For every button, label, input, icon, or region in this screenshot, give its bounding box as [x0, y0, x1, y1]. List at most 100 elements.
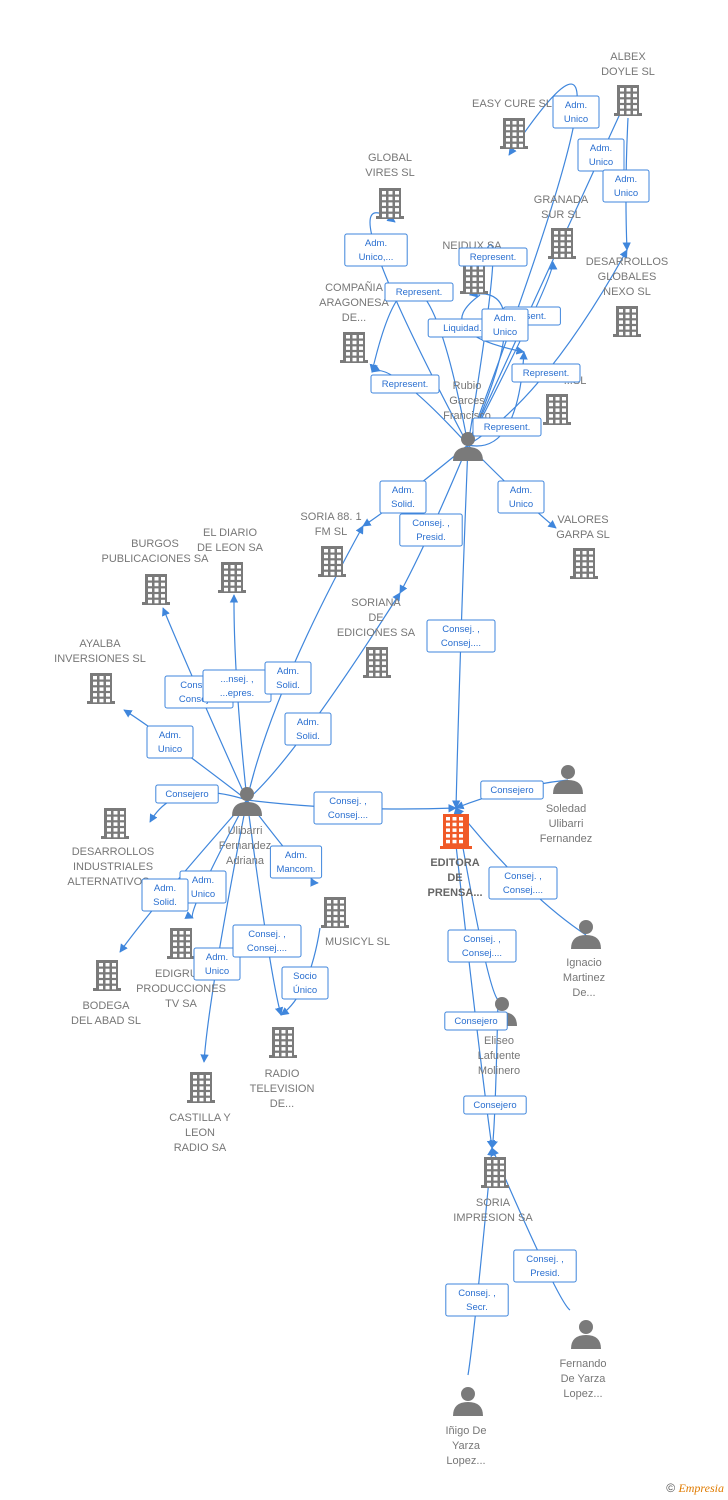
building-icon[interactable] — [543, 394, 571, 425]
edge-label[interactable]: Adm.Mancom. — [269, 845, 323, 879]
building-icon[interactable] — [87, 673, 115, 704]
edge-label-box[interactable] — [344, 233, 408, 267]
edge-label-box[interactable] — [552, 95, 600, 129]
edge-label[interactable]: Consej. ,Consej.... — [232, 924, 302, 958]
building-icon[interactable] — [376, 188, 404, 219]
edge-label-box[interactable] — [463, 1095, 527, 1115]
edge-label[interactable]: Represent. — [384, 282, 454, 302]
building-icon[interactable] — [500, 118, 528, 149]
edge-label[interactable]: Consej. ,Consej.... — [488, 866, 558, 900]
edge-label-box[interactable] — [445, 1283, 509, 1317]
edge-label-box[interactable] — [313, 791, 383, 825]
edge-label[interactable]: Adm.Unico — [602, 169, 650, 203]
building-icon[interactable] — [318, 546, 346, 577]
building-icon[interactable] — [570, 548, 598, 579]
edge-label-box[interactable] — [284, 712, 332, 746]
edge-label-box[interactable] — [480, 780, 544, 800]
edge-label-box[interactable] — [472, 417, 542, 437]
edge-label-box[interactable] — [488, 866, 558, 900]
building-icon[interactable] — [363, 647, 391, 678]
person-icon[interactable] — [553, 765, 583, 794]
edge-label[interactable]: Adm.Unico — [193, 947, 241, 981]
person-icon[interactable] — [453, 432, 483, 461]
edge-label[interactable]: ...nsej. ,...epres. — [202, 669, 272, 703]
edge-label-box[interactable] — [379, 480, 427, 514]
edge-label[interactable]: Adm.Unico — [481, 308, 529, 342]
building-icon[interactable] — [142, 574, 170, 605]
edge-label[interactable]: Represent. — [472, 417, 542, 437]
edge-label[interactable]: Adm.Unico — [146, 725, 194, 759]
edge-label-box[interactable] — [426, 619, 496, 653]
edge-label-box[interactable] — [232, 924, 302, 958]
edge-label-box[interactable] — [269, 845, 323, 879]
building-icon[interactable] — [93, 960, 121, 991]
node-soria88[interactable]: SORIA 88. 1FM SL — [300, 511, 362, 577]
edge-label-box[interactable] — [370, 374, 440, 394]
building-icon[interactable] — [548, 228, 576, 259]
building-icon[interactable] — [167, 928, 195, 959]
edge-label[interactable]: Adm.Unico — [497, 480, 545, 514]
building-icon[interactable] — [613, 306, 641, 337]
edge-label[interactable]: Consejero — [155, 784, 219, 804]
building-icon[interactable] — [460, 263, 488, 294]
edge-label[interactable]: Represent. — [511, 363, 581, 383]
edge-label-box[interactable] — [155, 784, 219, 804]
building-icon[interactable] — [321, 897, 349, 928]
edge-label-box[interactable] — [281, 966, 329, 1000]
edge-label[interactable]: Adm.Solid. — [379, 480, 427, 514]
edge-label[interactable]: Represent. — [370, 374, 440, 394]
edge-label-box[interactable] — [399, 513, 463, 547]
edge-label[interactable]: Adm.Solid. — [264, 661, 312, 695]
person-icon[interactable] — [571, 1320, 601, 1349]
edge-label-box[interactable] — [511, 363, 581, 383]
edge-label[interactable]: Adm.Unico — [552, 95, 600, 129]
edge-label-box[interactable] — [444, 1011, 508, 1031]
node-easycure[interactable]: EASY CURE SL — [472, 98, 552, 149]
node-desind[interactable]: DESARROLLOSINDUSTRIALESALTERNATIVOS... — [67, 808, 159, 888]
person-icon[interactable] — [453, 1387, 483, 1416]
edge-label[interactable]: Adm.Unico,... — [344, 233, 408, 267]
edge-label-box[interactable] — [447, 929, 517, 963]
edge-label[interactable]: Consej. ,Consej.... — [426, 619, 496, 653]
building-icon[interactable] — [481, 1157, 509, 1188]
edge-label-box[interactable] — [513, 1249, 577, 1283]
edge-label[interactable]: Consej. ,Presid. — [513, 1249, 577, 1283]
edge-label[interactable]: Consejero — [463, 1095, 527, 1115]
edge-label-box[interactable] — [264, 661, 312, 695]
edge-label-box[interactable] — [193, 947, 241, 981]
edge-label-box[interactable] — [146, 725, 194, 759]
node-compania[interactable]: COMPAÑIAARAGONESADE... — [319, 281, 390, 363]
node-ignacio[interactable]: IgnacioMartinezDe... — [563, 920, 605, 999]
edge-label-box[interactable] — [481, 308, 529, 342]
node-musicyl[interactable]: MUSICYL SL — [321, 897, 390, 948]
brand-logo-text[interactable]: Empresia — [678, 1481, 724, 1495]
person-icon[interactable] — [571, 920, 601, 949]
edge-label[interactable]: Consej. ,Consej.... — [313, 791, 383, 825]
edge-label-box[interactable] — [602, 169, 650, 203]
edge-label[interactable]: Consej. ,Presid. — [399, 513, 463, 547]
building-icon[interactable] — [101, 808, 129, 839]
building-icon[interactable] — [614, 85, 642, 116]
building-icon[interactable] — [440, 814, 472, 849]
edge-label-box[interactable] — [458, 247, 528, 267]
person-icon[interactable] — [232, 787, 262, 816]
building-icon[interactable] — [218, 562, 246, 593]
edge-label[interactable]: Consejero — [480, 780, 544, 800]
